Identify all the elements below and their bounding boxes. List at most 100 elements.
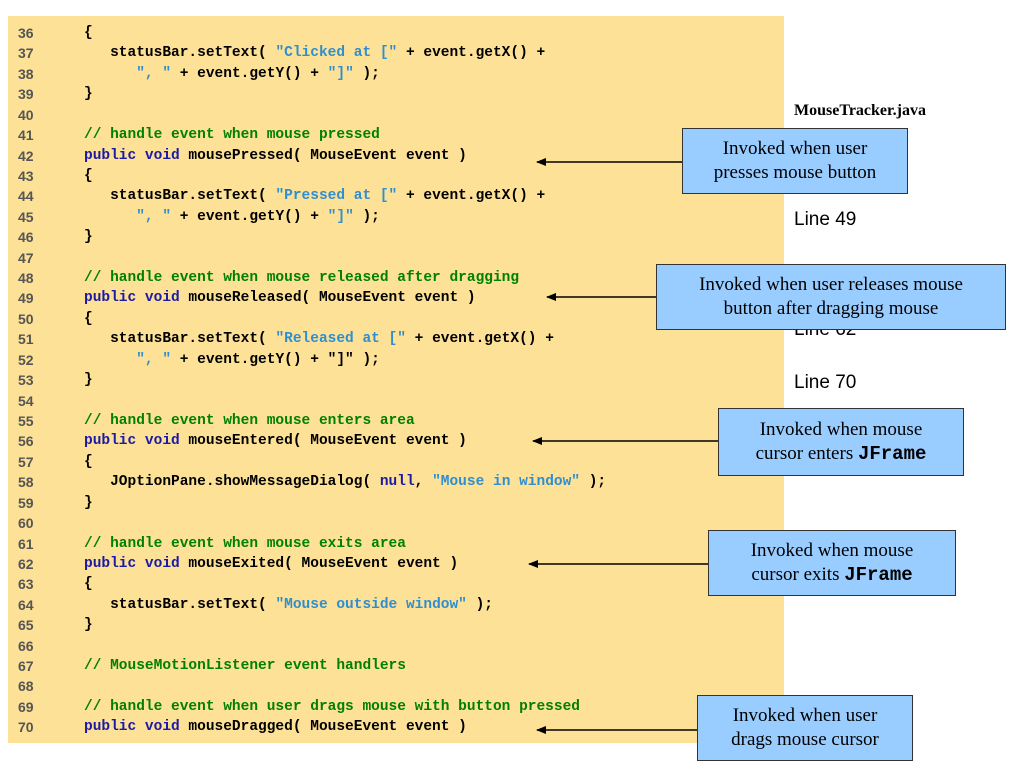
code-token: + event.getX() + <box>397 188 546 205</box>
line-number: 58 <box>18 474 34 491</box>
code-text: { <box>84 309 93 329</box>
callout-mouse-pressed: Invoked when user presses mouse button <box>682 128 908 194</box>
line-number: 54 <box>18 392 34 409</box>
code-text: ", " + event.getY() + "]" ); <box>84 207 380 227</box>
code-token: + event.getY() + <box>171 65 328 82</box>
code-token: } <box>84 494 93 511</box>
code-text: public void mousePressed( MouseEvent eve… <box>84 146 467 166</box>
code-token: } <box>84 617 93 634</box>
code-token: public void <box>84 555 180 572</box>
code-token: // handle event when user drags mouse wi… <box>84 698 580 715</box>
code-token: statusBar.setText( <box>84 331 276 348</box>
code-text: statusBar.setText( "Pressed at [" + even… <box>84 186 545 206</box>
code-token: JOptionPane.showMessageDialog( <box>84 474 380 491</box>
line-number: 55 <box>18 412 34 429</box>
code-token: "Pressed at [" <box>275 188 398 205</box>
code-token: ); <box>466 596 493 613</box>
line-number: 42 <box>18 147 34 164</box>
line-number: 63 <box>18 576 34 593</box>
code-token: ", " <box>136 208 172 225</box>
line-number: 43 <box>18 167 34 184</box>
code-token: "]" <box>327 65 354 82</box>
code-text: // MouseMotionListener event handlers <box>84 656 406 676</box>
code-token: "Mouse in window" <box>432 474 581 491</box>
code-token: public void <box>84 147 180 164</box>
line-number: 65 <box>18 617 34 634</box>
code-text: { <box>84 574 93 594</box>
code-token: statusBar.setText( <box>84 45 276 62</box>
callout-mouse-exited: Invoked when mouse cursor exits JFrame <box>708 530 956 596</box>
code-text: public void mouseEntered( MouseEvent eve… <box>84 431 467 451</box>
code-token: // MouseMotionListener event handlers <box>84 658 406 675</box>
line-number: 61 <box>18 535 34 552</box>
line-number: 46 <box>18 229 34 246</box>
code-text: ", " + event.getY() + "]" ); <box>84 64 380 84</box>
callout-code: JFrame <box>844 564 913 586</box>
line-number: 53 <box>18 372 34 389</box>
code-token: mouseExited( MouseEvent event ) <box>179 555 459 572</box>
line-number: 51 <box>18 331 34 348</box>
line-number: 68 <box>18 678 34 695</box>
code-token: "Mouse outside window" <box>275 596 467 613</box>
code-token: { <box>84 25 93 41</box>
callout-text: Invoked when mouse <box>750 540 914 561</box>
code-token: + event.getX() + <box>405 331 554 348</box>
line-number: 59 <box>18 494 34 511</box>
code-token: "Released at [" <box>275 331 406 348</box>
code-text: // handle event when mouse enters area <box>84 411 415 431</box>
line-number: 70 <box>18 719 34 736</box>
code-token: "Clicked at [" <box>275 45 398 62</box>
line-number: 37 <box>18 45 34 62</box>
code-text: { <box>84 23 93 43</box>
callout-text: drags mouse cursor <box>731 729 879 750</box>
code-text: // handle event when mouse pressed <box>84 125 380 145</box>
callout-text: Invoked when user releases mouse <box>699 274 963 295</box>
file-title: MouseTracker.java <box>794 102 926 119</box>
code-text: public void mouseReleased( MouseEvent ev… <box>84 288 476 308</box>
code-token: null <box>379 474 415 491</box>
code-text: } <box>84 227 93 247</box>
code-listing: 36{37 statusBar.setText( "Clicked at [" … <box>8 16 784 743</box>
code-text: { <box>84 166 93 186</box>
line-number: 62 <box>18 555 34 572</box>
callout-text: button after dragging mouse <box>723 298 939 319</box>
code-token: mouseDragged( MouseEvent event ) <box>179 719 467 736</box>
code-token: + event.getX() + <box>397 45 546 62</box>
callout-text: Invoked when user <box>722 138 868 159</box>
code-text: // handle event when user drags mouse wi… <box>84 697 580 717</box>
callout-code: JFrame <box>857 443 927 465</box>
line-number: 66 <box>18 637 34 654</box>
code-token: statusBar.setText( <box>84 596 276 613</box>
code-text: } <box>84 84 93 104</box>
code-token: // handle event when mouse released afte… <box>84 270 520 287</box>
code-token: "]" <box>327 208 354 225</box>
callout-text: cursor enters <box>755 443 858 464</box>
line-number: 56 <box>18 433 34 450</box>
code-text: } <box>84 493 93 513</box>
callout-text: Invoked when user <box>732 705 878 726</box>
line-number: 69 <box>18 698 34 715</box>
code-token: mouseEntered( MouseEvent event ) <box>179 433 467 450</box>
line-number: 45 <box>18 208 34 225</box>
line-number: 40 <box>18 106 34 123</box>
code-token: , <box>414 474 433 491</box>
line-number: 50 <box>18 310 34 327</box>
line-number: 49 <box>18 290 34 307</box>
code-text: { <box>84 452 93 472</box>
code-token: // handle event when mouse enters area <box>84 412 415 429</box>
code-token: public void <box>84 433 180 450</box>
code-text: // handle event when mouse exits area <box>84 534 406 554</box>
callout-mouse-entered: Invoked when mouse cursor enters JFrame <box>718 408 964 476</box>
line-number: 38 <box>18 65 34 82</box>
callout-text: cursor exits <box>751 564 845 585</box>
line-number: 64 <box>18 596 34 613</box>
code-token: ); <box>353 65 380 82</box>
code-token: ", " <box>136 351 172 368</box>
code-token: } <box>84 372 93 389</box>
callout-mouse-dragged: Invoked when user drags mouse cursor <box>697 695 913 761</box>
code-token: // handle event when mouse exits area <box>84 535 406 552</box>
code-text: statusBar.setText( "Mouse outside window… <box>84 595 493 615</box>
code-token: public void <box>84 719 180 736</box>
code-token: { <box>84 310 93 327</box>
code-token: ); <box>580 474 607 491</box>
